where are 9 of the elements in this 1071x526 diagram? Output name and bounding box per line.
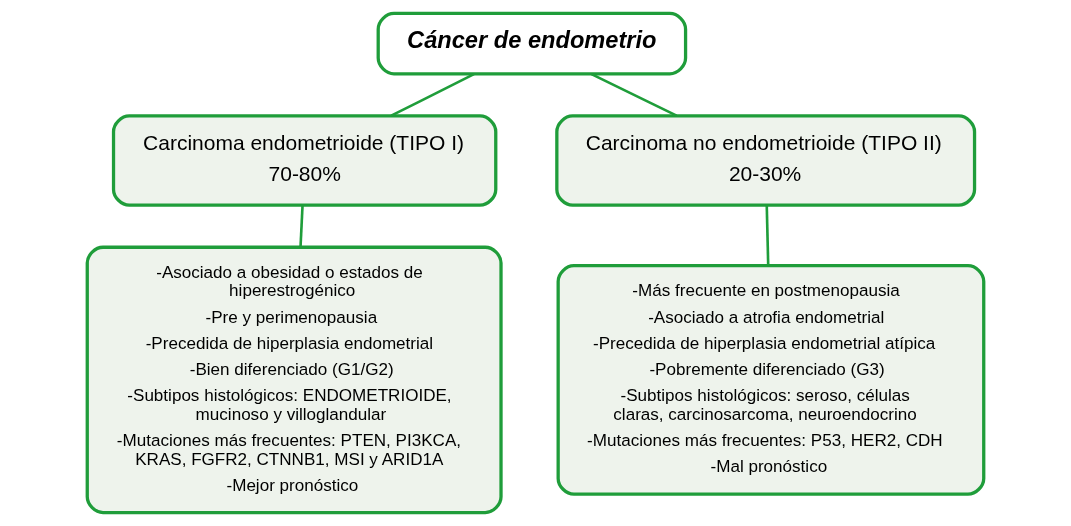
node-box: Cáncer de endometrio [376,11,688,76]
node-box: Carcinoma endometrioide (TIPO I) 70-80% [111,114,498,207]
connector [299,205,304,247]
node-box: -Más frecuente en postmenopausia -Asociado a atrofia endometrial -Precedida de hiperplasia endometrial atípica -Pobremente diferenciado (G3) -Subtipos histológicos: seroso, células claras, carcinosarcoma, neuroendocrino -Mutaciones más frecuentes: P53, HER2, CDH -Mal pronóstico [556,264,986,496]
connector [590,72,678,117]
node-box: Carcinoma no endometrioide (TIPO II) 20-30% [555,114,977,207]
connector [765,205,770,266]
connector [390,72,475,117]
node-box: -Asociado a obesidad o estados de hiperestrogénico -Pre y perimenopausia -Precedida de hiperplasia endometrial -Bien diferenciado (G1/G2) -Subtipos histológicos: ENDOMETRIOIDE, mucinoso y villoglandular -Mutaciones más frecuentes: PTEN, PI3KCA, KRAS, FGFR2, CTNNB1, MSI y ARID1A -Mejor pronóstico [85,245,503,515]
